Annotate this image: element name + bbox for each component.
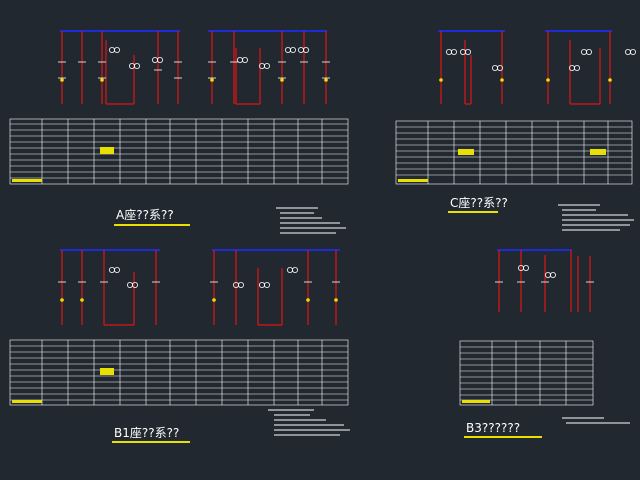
notes-b1 (268, 409, 350, 436)
title-a: A座??系?? (116, 208, 174, 222)
title-underline-a (114, 224, 190, 226)
title-underline-c (448, 211, 498, 213)
equipment-symbols (109, 47, 309, 70)
feeder-group (61, 31, 327, 105)
equipment-symbols (518, 264, 557, 278)
notes-b3 (562, 417, 630, 424)
feeder-group (498, 250, 591, 312)
feeder-group (61, 250, 337, 326)
title-b1: B1座??系?? (114, 426, 180, 440)
equipment-symbols (445, 49, 637, 72)
table-highlights-b3 (462, 400, 490, 403)
notes-c (558, 204, 634, 231)
schedule-table-b1 (9, 339, 349, 406)
table-highlights-b1 (12, 368, 114, 403)
title-underline-b1 (112, 441, 190, 443)
highlight-dots (60, 298, 338, 302)
schedule-table-a (9, 118, 349, 185)
title-b3: B3?????? (466, 421, 521, 435)
highlight-dots (439, 78, 612, 82)
diagram-c (438, 30, 637, 105)
diagram-b3 (495, 249, 594, 312)
notes-a (276, 207, 346, 234)
diagram-a (58, 30, 330, 105)
table-highlights-c (398, 149, 606, 182)
schedule-table-c (395, 120, 633, 185)
feeder-group (440, 31, 611, 105)
title-underline-b3 (464, 436, 542, 438)
schedule-table-b3 (459, 340, 594, 406)
equipment-symbols (109, 266, 298, 288)
title-c: C座??系?? (450, 196, 508, 210)
highlight-dots (60, 78, 328, 82)
diagram-b1 (58, 249, 340, 326)
switch-marks (58, 61, 330, 79)
table-highlights-a (12, 147, 114, 182)
